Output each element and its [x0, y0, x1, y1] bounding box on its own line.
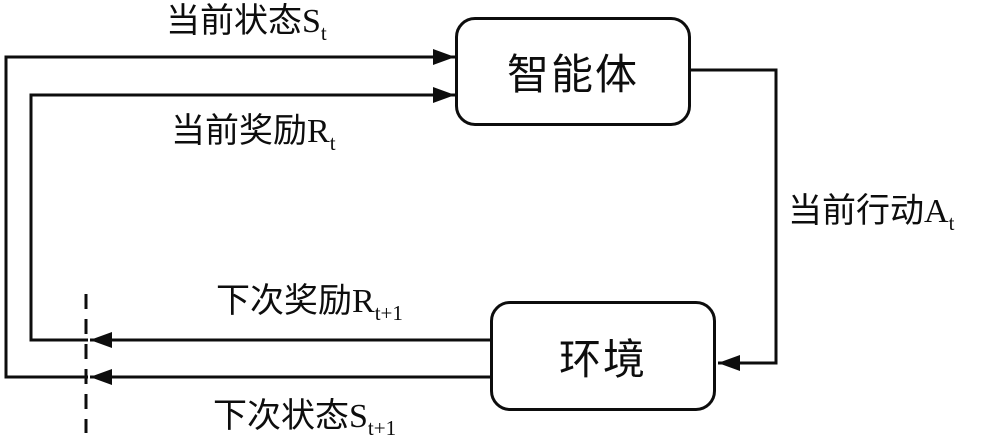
current-reward-label: 当前奖励Rt — [171, 112, 336, 153]
current-reward-subscript: t — [329, 130, 336, 155]
arrow-current-reward-to-agent — [29, 87, 455, 342]
next-state-subscript: t+1 — [367, 415, 397, 440]
current-action-subscript: t — [948, 210, 955, 235]
next-reward-subscript: t+1 — [374, 300, 403, 325]
current-action-text: 当前行动A — [788, 193, 949, 230]
agent-node-label: 智能体 — [506, 53, 639, 99]
next-state-text: 下次状态S — [213, 398, 368, 435]
arrow-current-action-to-environment — [691, 68, 778, 371]
current-state-text: 当前状态S — [166, 3, 321, 40]
next-reward-text: 下次奖励R — [216, 283, 375, 320]
environment-node-label: 环境 — [558, 337, 647, 384]
next-reward-label: 下次奖励Rt+1 — [216, 282, 403, 323]
next-state-label: 下次状态St+1 — [213, 397, 396, 438]
current-state-label: 当前状态St — [166, 2, 327, 43]
agent-node: 智能体 — [455, 17, 691, 126]
current-state-subscript: t — [320, 20, 327, 45]
arrow-current-state-to-agent — [4, 49, 455, 379]
current-action-label: 当前行动At — [788, 192, 954, 233]
environment-node: 环境 — [490, 301, 716, 411]
current-reward-text: 当前奖励R — [171, 113, 330, 150]
